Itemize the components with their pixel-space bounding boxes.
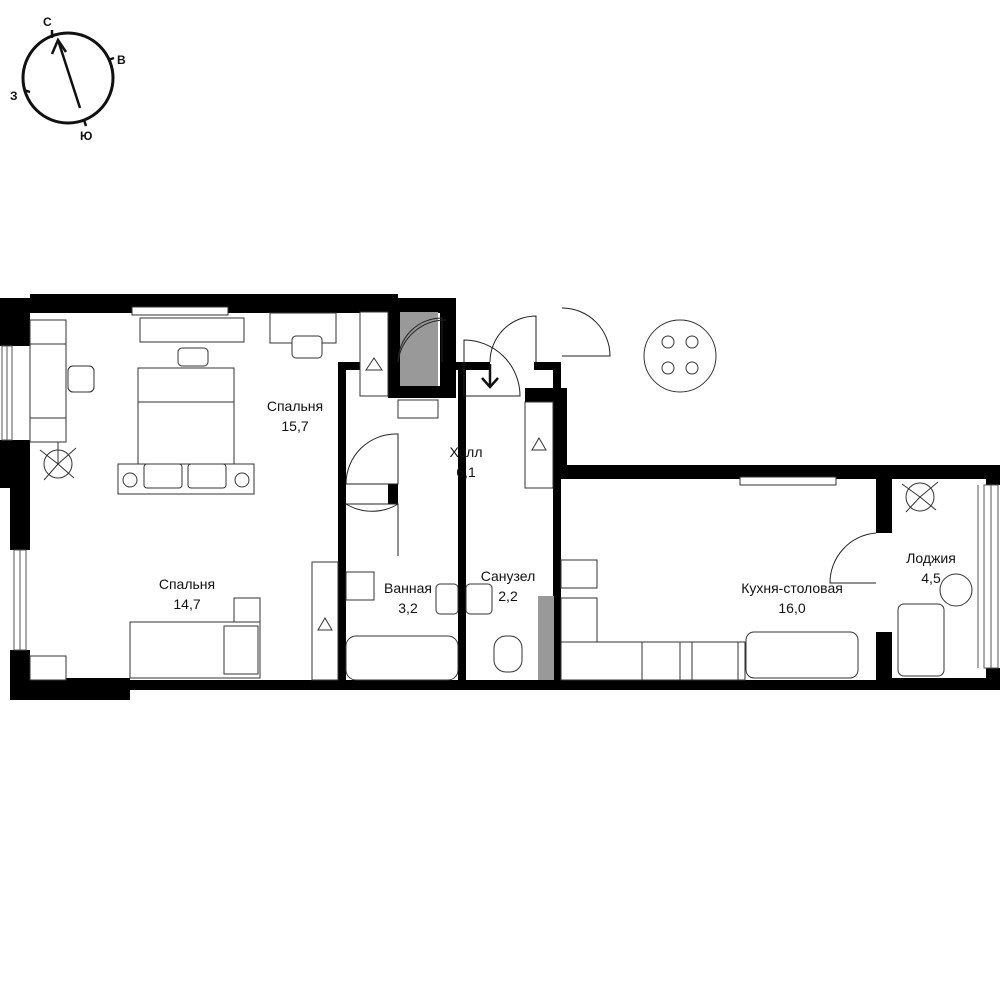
wardrobe-icon bbox=[311, 561, 339, 681]
room-area-bedroom1: 15,7 bbox=[281, 418, 308, 434]
room-area-loggia: 4,5 bbox=[921, 570, 941, 586]
tv-icon bbox=[739, 476, 837, 486]
sink-icon bbox=[465, 583, 493, 615]
sink-icon bbox=[435, 583, 459, 615]
toilet-icon bbox=[493, 635, 523, 673]
chair-icon bbox=[67, 365, 95, 393]
compass-east-label: В bbox=[117, 53, 126, 67]
doors bbox=[345, 307, 877, 584]
fan-icon bbox=[233, 597, 261, 625]
kitchen-furniture bbox=[560, 319, 859, 681]
shaft bbox=[400, 312, 438, 386]
room-name-bedroom1: Спальня bbox=[267, 398, 323, 414]
hall-furniture bbox=[524, 401, 554, 489]
radiator bbox=[139, 317, 245, 343]
shaft-2 bbox=[538, 596, 554, 680]
room-name-bathroom: Ванная bbox=[384, 580, 432, 596]
room-name-bedroom2: Спальня bbox=[159, 576, 215, 592]
windows bbox=[1, 345, 999, 669]
room-labels: Спальня 15,7 Спальня 14,7 Холл 6,1 Ванна… bbox=[159, 398, 956, 616]
compass-west-label: З bbox=[10, 89, 18, 103]
room-area-bedroom2: 14,7 bbox=[173, 596, 200, 612]
plant-icon bbox=[39, 442, 77, 481]
dining-table-icon bbox=[643, 319, 717, 393]
stove-icon bbox=[641, 641, 681, 681]
bathroom-furniture bbox=[345, 571, 459, 681]
shoe-rack-icon bbox=[397, 399, 439, 419]
hanger-icon bbox=[365, 357, 383, 371]
wardrobe-icon bbox=[359, 311, 389, 397]
compass-icon bbox=[21, 31, 115, 125]
room-area-wc: 2,2 bbox=[498, 588, 518, 604]
room-name-loggia: Лоджия bbox=[906, 550, 956, 566]
fridge-icon bbox=[691, 641, 739, 681]
wardrobe-icon bbox=[524, 401, 554, 489]
room-name-hall: Холл bbox=[450, 444, 483, 460]
armchair-icon bbox=[897, 603, 945, 677]
desk-icon bbox=[29, 343, 67, 419]
bedroom2-furniture bbox=[29, 317, 339, 681]
tv-icon bbox=[131, 306, 229, 316]
bathtub-icon bbox=[345, 635, 459, 681]
compass: С В Ю З bbox=[10, 15, 126, 143]
room-name-wc: Санузел bbox=[481, 568, 536, 584]
chair-icon bbox=[291, 335, 323, 359]
plant-icon bbox=[901, 481, 939, 513]
compass-south-label: Ю bbox=[80, 129, 92, 143]
room-area-hall: 6,1 bbox=[456, 464, 476, 480]
washing-machine-icon bbox=[560, 559, 598, 589]
table-icon bbox=[939, 573, 973, 607]
hanger-icon bbox=[531, 437, 547, 451]
room-area-kitchen: 16,0 bbox=[778, 600, 805, 616]
sofa-icon bbox=[745, 631, 859, 679]
compass-needle bbox=[56, 39, 82, 109]
hanger-icon bbox=[317, 617, 333, 631]
room-name-kitchen: Кухня-столовая bbox=[741, 580, 843, 596]
entrance-arrow-icon bbox=[481, 364, 499, 389]
sink-icon bbox=[560, 597, 598, 643]
washing-machine-icon bbox=[345, 571, 375, 601]
compass-north-label: С bbox=[43, 15, 52, 29]
desk-icon bbox=[269, 312, 337, 344]
wc-furniture bbox=[465, 583, 523, 673]
loggia-furniture bbox=[897, 481, 973, 677]
room-area-bathroom: 3,2 bbox=[398, 600, 418, 616]
